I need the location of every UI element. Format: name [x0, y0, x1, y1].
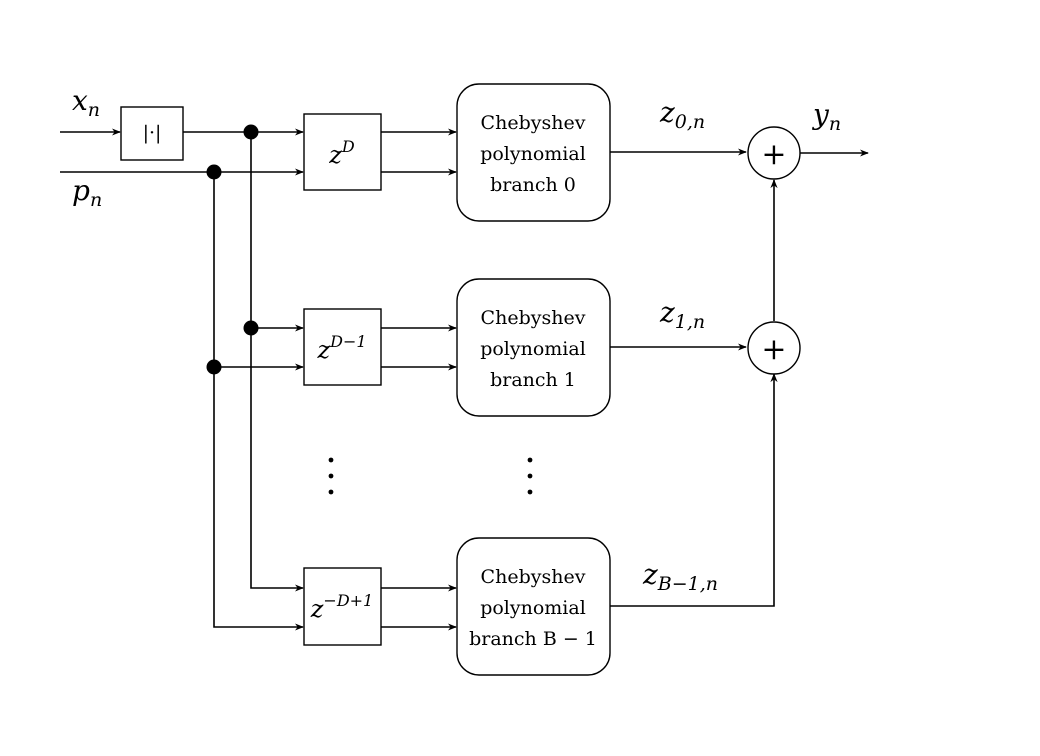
input-x-label: xn — [72, 84, 100, 121]
abs-x-bus — [250, 132, 304, 592]
input-p-label: pn — [72, 174, 102, 211]
branch-last-line-2: polynomial — [480, 597, 586, 619]
delay-block-0 — [303, 113, 382, 191]
delay-ellipsis — [328, 457, 334, 495]
branch-1-line-3: branch 1 — [490, 369, 576, 391]
delay-label-0: zD — [328, 137, 355, 169]
junction-dot — [206, 164, 222, 180]
branch-0-line-2: polynomial — [480, 143, 586, 165]
branch-0-line-1: Chebyshev — [481, 112, 586, 134]
zlast-label: zB−1,n — [642, 558, 718, 595]
junction-dot — [243, 124, 259, 140]
z1-label: z1,n — [659, 296, 705, 333]
p-bus — [213, 172, 304, 631]
branch-1-line-2: polynomial — [480, 338, 586, 360]
adder-1-symbol: + — [761, 332, 786, 367]
absolute-value-label: |·| — [143, 122, 162, 144]
branch-ellipsis — [527, 457, 533, 495]
adder-1 — [747, 321, 801, 375]
delay-block-1 — [303, 308, 382, 386]
junction-dot — [206, 359, 222, 375]
adder-0-symbol: + — [761, 137, 786, 172]
branch-1-line-1: Chebyshev — [481, 307, 586, 329]
delay-label-last: z−D+1 — [310, 591, 373, 623]
output-y-label: yn — [811, 98, 841, 135]
branch-last-line-3: branch B − 1 — [469, 628, 597, 650]
delay-block-last — [303, 567, 382, 646]
z0-label: z0,n — [659, 96, 705, 133]
branchlast-output-wire — [610, 373, 778, 607]
absolute-value-block — [120, 106, 184, 161]
junction-dot — [243, 320, 259, 336]
delay-label-1: zD−1 — [316, 332, 366, 364]
branch-last-line-1: Chebyshev — [481, 566, 586, 588]
branch-0-line-3: branch 0 — [490, 174, 576, 196]
